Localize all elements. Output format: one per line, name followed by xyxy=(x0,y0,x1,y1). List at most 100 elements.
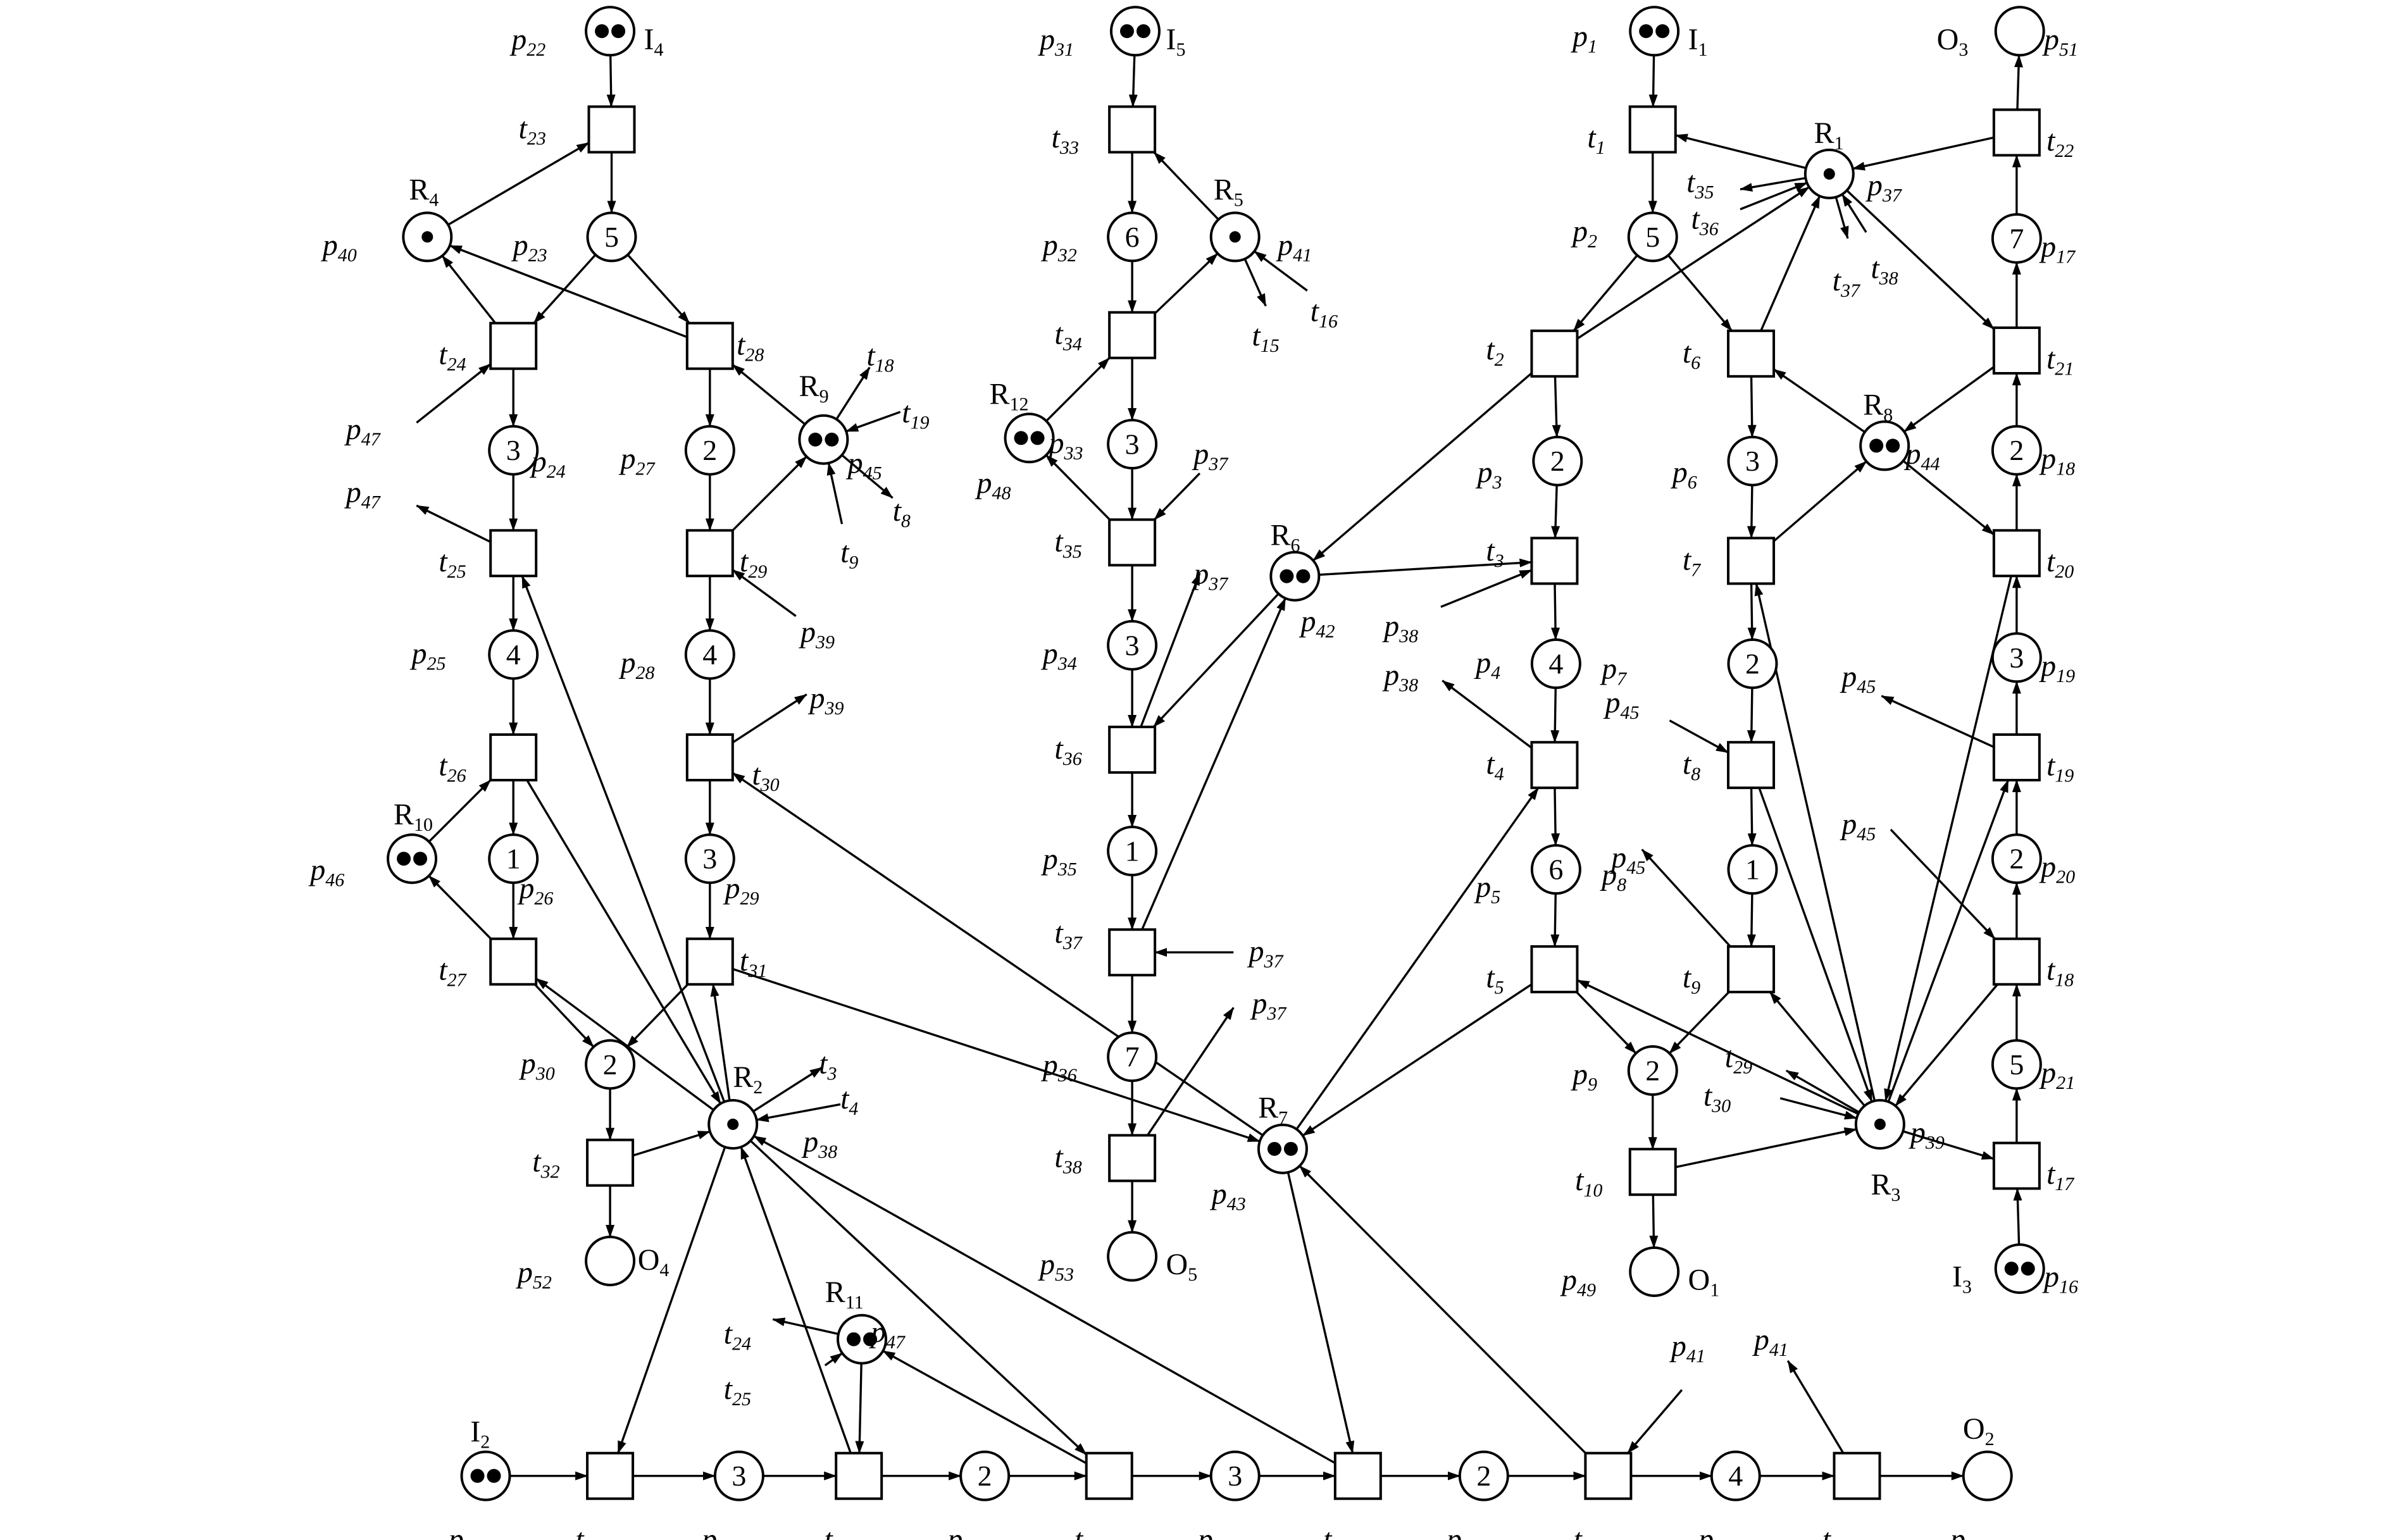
transition-label-t17: t17 xyxy=(2046,1157,2075,1195)
place-label-p11: p11 xyxy=(700,1523,735,1540)
stub-arc-t19-p45 xyxy=(1881,695,1995,748)
stub-arc-t35-p37 xyxy=(1154,472,1201,521)
place-count: 4 xyxy=(702,638,717,671)
transition-label-t9: t9 xyxy=(1683,960,1700,998)
place-label-p40: p40 xyxy=(321,228,357,266)
place-count: 3 xyxy=(702,843,717,875)
transition-label-t7: t7 xyxy=(1683,543,1702,580)
transition-t23 xyxy=(587,105,636,154)
place-p37 xyxy=(1803,148,1855,199)
place-circle xyxy=(1627,211,1678,263)
transition-label-t10: t10 xyxy=(1575,1164,1602,1201)
place-label-p53: p53 xyxy=(1038,1248,1074,1285)
place-count: 7 xyxy=(2009,222,2024,254)
transition-t19 xyxy=(1992,733,2041,782)
stub-arcs-layer xyxy=(416,177,1996,1454)
resource-label-R11: R11 xyxy=(825,1276,864,1313)
place-p25: 4 xyxy=(488,629,539,680)
place-label-p15: p15 xyxy=(1697,1523,1733,1540)
token-dot xyxy=(1874,1118,1886,1130)
place-label-p21: p21 xyxy=(2039,1056,2075,1093)
transition-label-t14: t14 xyxy=(1323,1523,1350,1540)
place-label-p26: p26 xyxy=(517,872,553,909)
transition-label-t32: t32 xyxy=(532,1145,559,1183)
arc-p43-to-t14 xyxy=(1286,1172,1355,1454)
place-label-p13: p13 xyxy=(1196,1523,1232,1540)
stub-label-t16: t16 xyxy=(1311,294,1338,332)
transition-label-t36: t36 xyxy=(1054,732,1081,769)
stub-arc-p38-t4 xyxy=(756,1103,841,1122)
place-circle xyxy=(1107,1231,1158,1282)
transition-label-t34: t34 xyxy=(1054,318,1081,355)
stub-arc-p37-t36 xyxy=(1740,182,1808,211)
place-p38 xyxy=(707,1098,759,1150)
stub-arc-t25-p47 xyxy=(416,504,491,543)
stub-label-p41: p41 xyxy=(1752,1323,1788,1360)
stub-arc-p37-t38 xyxy=(1841,194,1867,233)
token-dot xyxy=(727,1118,739,1130)
resource-label-O1: O1 xyxy=(1688,1264,1720,1301)
transition-t38 xyxy=(1108,1134,1157,1183)
place-count: 6 xyxy=(1125,221,1140,253)
transition-t6 xyxy=(1727,329,1776,378)
place-p43 xyxy=(1257,1123,1308,1174)
resource-label-R7: R7 xyxy=(1258,1091,1288,1129)
token-dot xyxy=(2021,1262,2035,1276)
transition-label-t13: t13 xyxy=(1075,1523,1102,1540)
place-p52 xyxy=(585,1235,636,1286)
token-dot xyxy=(1119,24,1134,39)
place-label-p8: p8 xyxy=(1600,858,1626,895)
place-label-p16: p16 xyxy=(2042,1260,2078,1298)
arc-t22-to-p37 xyxy=(1852,136,1995,171)
place-p8: 1 xyxy=(1727,844,1778,895)
place-circle xyxy=(1710,1450,1761,1501)
transition-label-t30: t30 xyxy=(752,758,779,795)
resource-label-R4: R4 xyxy=(409,173,439,211)
place-p22 xyxy=(585,6,636,57)
arc-t2-to-p42 xyxy=(1312,372,1533,562)
arc-t20-to-p39 xyxy=(1884,575,2012,1102)
stub-arc-t29-p39 xyxy=(732,569,797,618)
place-circle xyxy=(1991,425,2042,476)
place-label-p33: p33 xyxy=(1047,426,1083,464)
place-count: 3 xyxy=(1125,428,1140,461)
arc-p2-to-t6 xyxy=(1667,254,1733,332)
place-circle xyxy=(585,1039,636,1090)
place-p48 xyxy=(1004,413,1055,464)
token-dot xyxy=(1267,1141,1281,1156)
token-dot xyxy=(487,1469,501,1483)
stub-arc-p37-t35 xyxy=(1740,177,1806,192)
token-dot xyxy=(1014,431,1028,445)
place-count: 2 xyxy=(603,1048,618,1081)
place-circle xyxy=(1530,638,1581,690)
place-label-p20: p20 xyxy=(2039,850,2075,888)
transition-label-t1: t1 xyxy=(1587,121,1605,158)
place-circle xyxy=(798,414,849,465)
transition-label-t2: t2 xyxy=(1486,333,1504,370)
place-p53 xyxy=(1107,1231,1158,1282)
place-p29: 3 xyxy=(684,833,735,885)
place-label-p46: p46 xyxy=(308,854,344,891)
place-circle xyxy=(1532,435,1583,487)
arc-p38-to-t13 xyxy=(749,1139,1087,1456)
arc-p38-to-t31 xyxy=(710,983,731,1101)
arc-p42-to-t3 xyxy=(1319,558,1533,576)
token-dot xyxy=(2004,1262,2019,1276)
arc-t24-to-p40 xyxy=(441,255,497,324)
place-circle xyxy=(1107,211,1158,263)
place-p10 xyxy=(460,1450,511,1501)
transition-t31 xyxy=(685,937,734,986)
place-p49 xyxy=(1629,1246,1680,1297)
arc-p31-to-t33 xyxy=(1128,55,1138,108)
arc-t8-to-p39 xyxy=(1758,787,1873,1103)
place-circle xyxy=(1458,1450,1509,1501)
resource-label-R5: R5 xyxy=(1214,173,1243,211)
arc-t21-to-p44 xyxy=(1903,366,1995,433)
resource-label-I3: I3 xyxy=(1952,1260,1972,1298)
stub-arc-p39-t30 xyxy=(1779,1097,1858,1120)
stub-arc-t30-p39 xyxy=(732,693,807,744)
transition-t20 xyxy=(1992,529,2041,578)
place-count: 3 xyxy=(2009,642,2024,674)
place-count: 3 xyxy=(506,434,521,466)
place-circle xyxy=(959,1450,1011,1501)
